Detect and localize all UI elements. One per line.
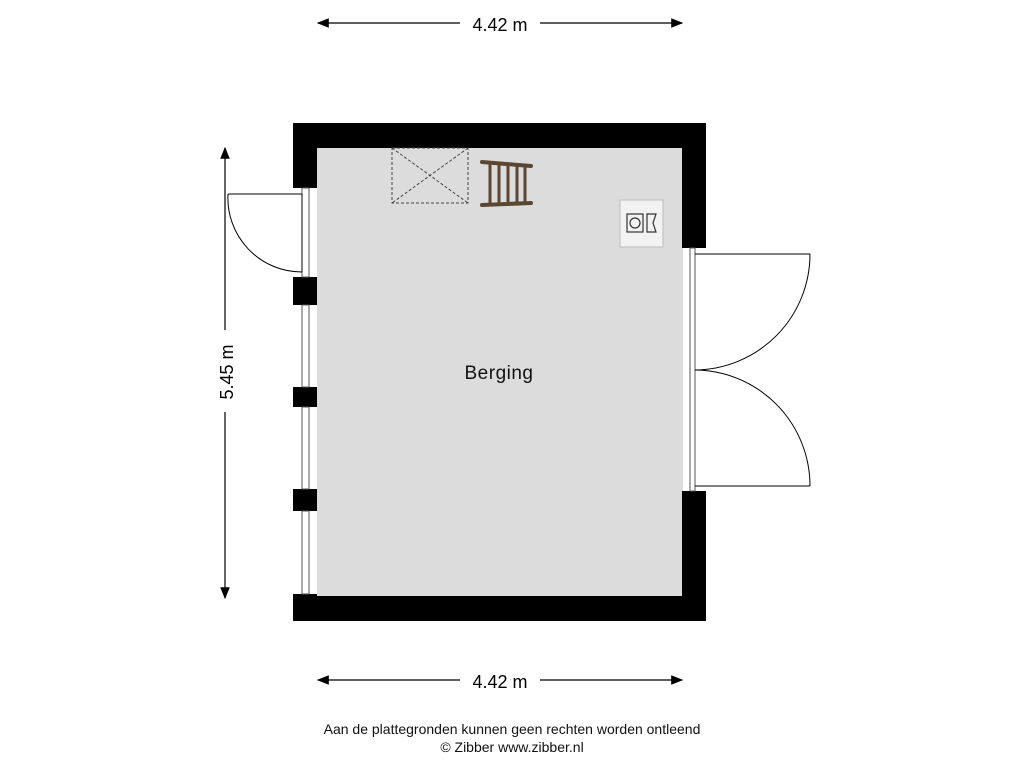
- left-door-swing: [227, 193, 303, 273]
- washing-machine-icon: [619, 199, 664, 248]
- bottom-dimension: 4.42 m: [316, 672, 684, 692]
- right-door-swing: [694, 253, 811, 487]
- window-icon: [301, 406, 310, 490]
- top-dimension: 4.42 m: [316, 15, 684, 35]
- footer-copyright: © Zibber www.zibber.nl: [440, 739, 584, 755]
- window-icon: [301, 304, 310, 388]
- left-windows: [301, 187, 310, 595]
- top-dimension-label: 4.42 m: [472, 15, 527, 35]
- footer-disclaimer: Aan de plattegronden kunnen geen rechten…: [323, 721, 701, 737]
- hatch-icon: [391, 147, 469, 204]
- walls: [293, 123, 706, 621]
- bottom-dimension-label: 4.42 m: [472, 672, 527, 692]
- room-label: Berging: [465, 363, 534, 384]
- window-icon: [301, 187, 310, 278]
- height-dimension-label: 5.45 m: [217, 344, 237, 399]
- ladder-icon: [480, 160, 533, 207]
- height-dimension: 5.45 m: [217, 146, 237, 600]
- right-door-frame: [689, 247, 696, 492]
- window-icon: [301, 510, 310, 595]
